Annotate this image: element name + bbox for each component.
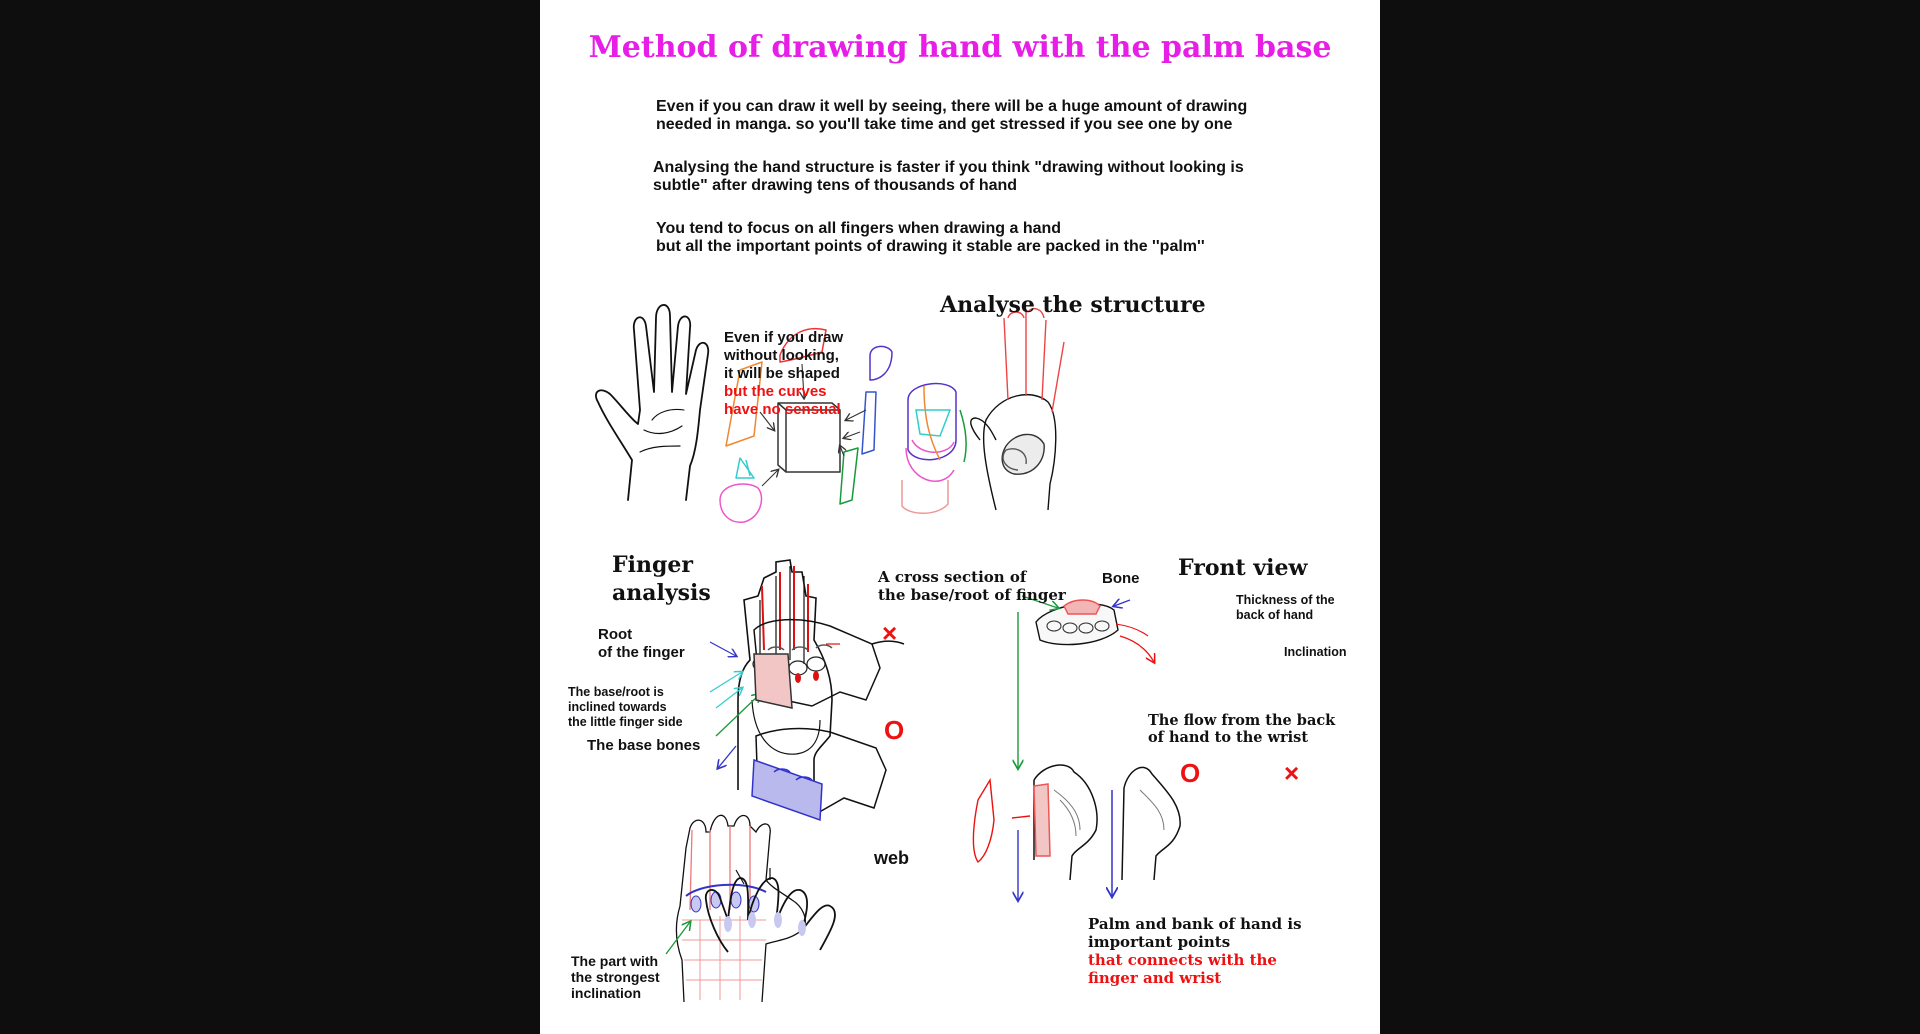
finger-analysis-heading: Finger analysis	[612, 552, 711, 606]
palm-note-emphasis: that connects with the finger and wrist	[1088, 951, 1277, 987]
open-palm-sketch	[595, 304, 710, 501]
front-view-knuckles	[1021, 595, 1154, 662]
strongest-inclination-label: The part with the strongest inclination	[571, 953, 660, 1001]
palm-note-text: Palm and bank of hand is important point…	[1088, 915, 1302, 951]
front-view-bone-line	[972, 612, 1031, 900]
root-of-finger-label: Root of the finger	[598, 626, 685, 661]
cross-section-wrong	[753, 618, 905, 709]
thickness-label: Thickness of the back of hand	[1236, 593, 1335, 622]
page-title: Method of drawing hand with the palm bas…	[588, 30, 1332, 65]
base-bones-label: The base bones	[587, 737, 701, 754]
web-fingers-sketch	[704, 868, 836, 953]
web-label: web	[874, 848, 910, 868]
bone-label: Bone	[1102, 570, 1140, 587]
hand-sketches	[595, 304, 1181, 1003]
intro-paragraph-3: You tend to focus on all fingers when dr…	[656, 220, 1205, 255]
front-view-hand-right	[1033, 764, 1098, 881]
inclination-label: Inclination	[1284, 645, 1347, 659]
cross-right-mark: O	[884, 715, 905, 745]
cross-wrong-mark: ×	[882, 618, 898, 648]
front-view-hand-wrong	[1112, 766, 1181, 896]
structure-heading: Analyse the structure	[940, 292, 1206, 318]
intro-paragraph-2: Analysing the hand structure is faster i…	[653, 159, 1244, 194]
shaded-hand-sketch	[970, 307, 1065, 511]
flow-right-mark: O	[1180, 758, 1201, 788]
palm-block-wireframe	[901, 382, 967, 514]
illustration-sheet: Method of drawing hand with the palm bas…	[540, 0, 1380, 1034]
flow-wrong-mark: ×	[1284, 758, 1300, 788]
structure-shapes	[719, 327, 893, 523]
cross-section-right	[718, 727, 887, 822]
grid-hand-sketch	[665, 814, 806, 1003]
cross-section-heading: A cross section of the base/root of fing…	[878, 568, 1066, 604]
flow-label: The flow from the back of hand to the wr…	[1148, 712, 1336, 746]
intro-paragraph-1: Even if you can draw it well by seeing, …	[656, 98, 1248, 133]
hand-note-text: Even if you draw without looking, it wil…	[724, 329, 844, 382]
front-view-heading: Front view	[1178, 555, 1308, 581]
hand-note-emphasis: but the curves have no sensual	[724, 383, 841, 418]
base-inclined-label: The base/root is inclined towards the li…	[568, 685, 683, 729]
